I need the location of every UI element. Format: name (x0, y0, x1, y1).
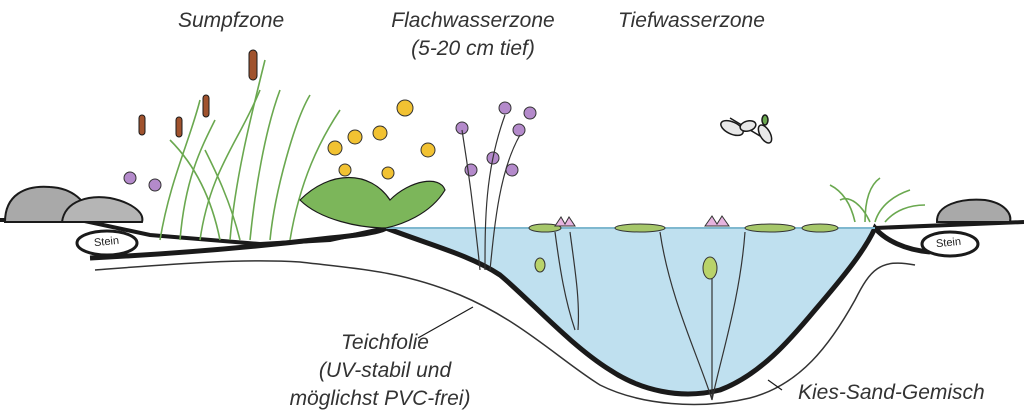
lily-pad (615, 224, 665, 232)
label-kies-sand-gemisch: Kies-Sand-Gemisch (798, 380, 985, 406)
lily-pad (745, 224, 795, 232)
label-flachwasserzone: Flachwasserzone (372, 8, 574, 34)
label-teichfolie-note2: möglichst PVC-frei) (255, 386, 505, 412)
marsh-grass (160, 60, 340, 240)
submerged-leaf (703, 257, 717, 279)
label-flachwasserzone-depth: (5-20 cm tief) (372, 36, 574, 62)
label-teichfolie-note1: (UV-stabil und (300, 358, 470, 384)
dragonfly-illustration (719, 115, 775, 145)
label-tiefwasserzone: Tiefwasserzone (618, 8, 765, 34)
water-lily-flower (555, 217, 575, 226)
rock (937, 200, 1010, 222)
label-sumpfzone: Sumpfzone (178, 8, 284, 34)
lily-pad (802, 224, 838, 232)
water-lily-flower (705, 216, 729, 226)
cattail-plants (139, 50, 257, 137)
label-teichfolie: Teichfolie (300, 330, 470, 356)
submerged-leaf (535, 258, 545, 272)
broad-leaves (300, 178, 445, 229)
bank-grass-right (830, 178, 925, 222)
marsh-marigold-flowers (328, 100, 435, 179)
